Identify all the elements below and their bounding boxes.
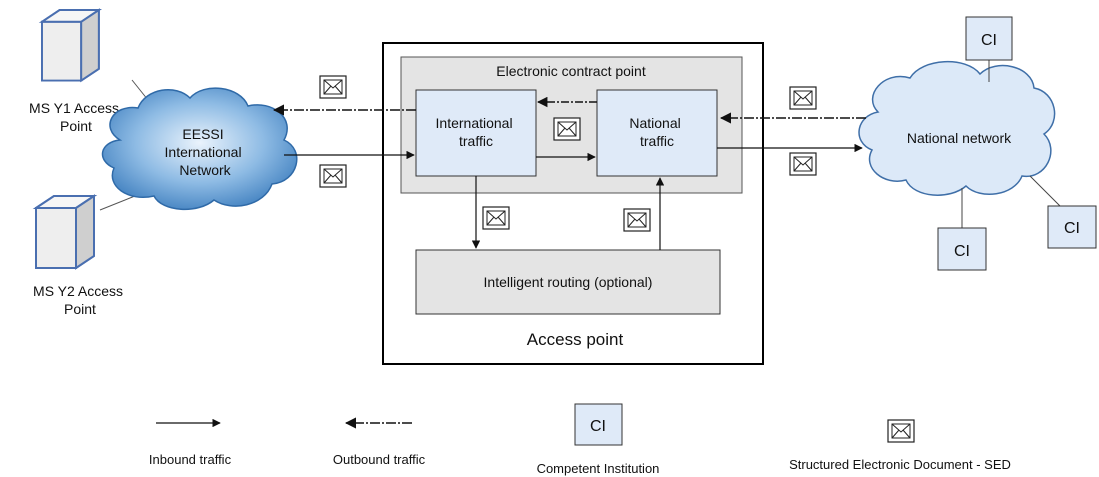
ci-box-bottom-label: CI: [954, 243, 970, 260]
legend-inbound-label: Inbound traffic: [149, 452, 232, 467]
ci-box-top: [965, 16, 1013, 61]
envelope-icon: [319, 75, 347, 99]
electronic-contract-point-label: Electronic contract point: [496, 63, 646, 79]
envelope-icon: [789, 86, 817, 110]
envelope-icon: [482, 206, 510, 230]
envelope-icon: [319, 164, 347, 188]
international-traffic-box: [415, 89, 537, 177]
international-traffic-label: International traffic: [436, 115, 517, 149]
ci-box-bottom: [937, 227, 987, 271]
ms-y1-label: MS Y1 Access Point: [29, 100, 123, 134]
envelope-icon: [789, 152, 817, 176]
national-traffic-label: National traffic: [629, 115, 684, 149]
ms-y2-server-icon: [35, 195, 95, 269]
eessi-cloud-label: EESSI International Network: [165, 126, 246, 178]
ci-box-top-label: CI: [981, 32, 997, 49]
intelligent-routing-box: [415, 249, 721, 315]
ci-box-right: [1047, 205, 1097, 249]
intelligent-routing-label: Intelligent routing (optional): [484, 274, 653, 290]
legend-ci-caption: Competent Institution: [537, 461, 660, 476]
national-traffic-box: [596, 89, 718, 177]
legend-sed-caption: Structured Electronic Document - SED: [789, 457, 1011, 472]
access-point-title: Access point: [527, 330, 624, 349]
national-network-label: National network: [907, 130, 1012, 146]
ci-box-right-label: CI: [1064, 220, 1080, 237]
envelope-icon: [553, 117, 581, 141]
legend-outbound-label: Outbound traffic: [333, 452, 426, 467]
envelope-icon: [887, 419, 915, 443]
ci-right-link-line: [1029, 175, 1061, 207]
legend-ci-box: [574, 403, 623, 446]
legend-ci-label: CI: [590, 418, 606, 435]
national-network-cloud-icon: [858, 61, 1056, 196]
ms-y1-server-icon: [41, 9, 100, 82]
envelope-icon: [623, 208, 651, 232]
eessi-cloud-icon: [101, 87, 298, 211]
ms-y2-label: MS Y2 Access Point: [33, 283, 127, 317]
